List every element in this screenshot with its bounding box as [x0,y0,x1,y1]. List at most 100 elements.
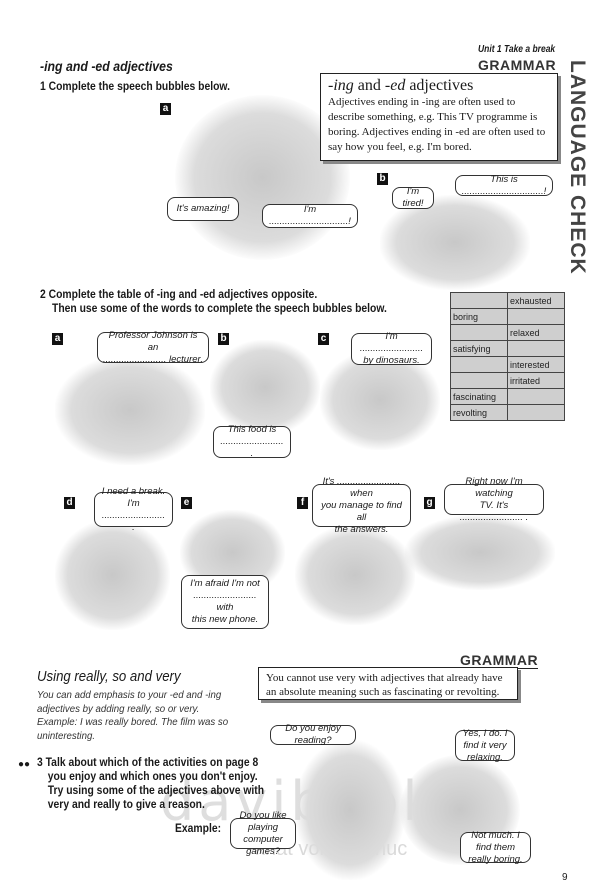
picture-label-b: b [218,333,229,345]
table-row: interested [450,356,565,373]
bubble-line: the answers. [334,523,389,535]
boy-face-illustration [295,740,405,880]
boy-eating-illustration [210,340,320,435]
text-line: very and really to give a reason. [47,799,205,811]
speech-bubble: Do you enjoy reading? [270,723,356,746]
table-cell: boring [450,308,508,325]
table-cell [450,356,508,373]
speech-bubble: I'm tired! [392,186,434,209]
unit-title: Unit 1 Take a break [478,44,556,55]
grammar-box-title: -ed [384,77,406,94]
table-cell [450,324,508,341]
text-line: Example: I was really bored. The film wa… [37,716,229,728]
table-row: satisfying [450,340,565,357]
text-line: Try using some of the adjectives above w… [47,785,265,797]
exercise-1-instruction: 1 Complete the speech bubbles below. [40,81,230,93]
grammar-box-title: -ing [328,77,354,94]
table-cell: irritated [507,372,565,389]
speech-bubble: Yes, I do. I find it very relaxing. [455,728,515,763]
emphasis-explanation: You can add emphasis to your -ed and -in… [37,689,228,743]
text-line: you enjoy and which ones you don't enjoy… [47,771,258,783]
bubble-line: I'm afraid I'm not [190,578,260,589]
bubble-line: TV. It's ........................ . [459,499,529,523]
text-line: You can add emphasis to your -ed and -in… [37,689,222,701]
table-cell: fascinating [450,388,508,405]
table-cell: revolting [450,404,508,421]
table-row: exhausted [450,292,565,309]
table-row: irritated [450,372,565,389]
bubble-line: This food is [227,424,277,435]
table-cell [507,340,565,357]
speech-bubble: I'm ........................by dinosaurs… [351,331,432,366]
table-cell [450,292,508,309]
speech-bubble: Do you like playing computer games? [230,810,296,857]
page-number: 9 [562,872,568,883]
table-row: relaxed [450,324,565,341]
picture-label-a: a [160,103,171,115]
table-cell: interested [507,356,565,373]
picture-label-e: e [181,497,192,509]
bubble-line: ........................ with [193,590,257,613]
table-cell [507,388,565,405]
exercise-2-instruction: 2 Complete the table of -ing and -ed adj… [40,289,318,301]
side-tab-language-check: LANGUAGE CHECK [566,60,589,275]
grammar-note: You cannot use very with adjectives that… [258,667,518,700]
grammar-box-title: and [353,77,385,94]
picture-label-f: f [297,497,308,509]
grammar-heading: GRAMMAR [478,57,557,74]
example-label: Example: [175,823,222,835]
speech-bubble: This is ...............................! [455,174,553,197]
speech-bubble: I'm afraid I'm not......................… [181,575,269,629]
bubble-line: I'm ........................ . [101,497,166,533]
bubble-line: I'm ........................ [359,331,424,354]
picture-label-c: c [318,333,329,345]
bubble-line: this new phone. [191,614,259,625]
picture-label-d: d [64,497,75,509]
section-title: -ing and -ed adjectives [40,58,173,74]
table-row: revolting [450,404,565,421]
speech-bubble: I'm ..............................! [262,204,358,228]
table-row: boring [450,308,565,325]
bubble-line: I need a break. [101,485,166,497]
text-line: adjectives by adding really, so or very. [37,702,200,715]
text-line: uninteresting. [37,729,96,742]
exercise-2-instruction: Then use some of the words to complete t… [52,303,387,315]
table-cell: exhausted [507,292,565,309]
picture-label-b: b [377,173,388,185]
section-title-2: Using really, so and very [37,668,181,685]
dinosaur-book-illustration [320,350,440,450]
grammar-box-body: Adjectives ending in -ing are often used… [328,96,546,153]
grammar-box: -ing and -ed adjectives Adjectives endin… [320,73,558,161]
watching-tv-illustration [405,515,555,590]
speech-bubble: This food is........................ . [213,424,291,459]
tired-mother-illustration [55,520,170,630]
bubble-line: ........................ . [220,436,284,459]
bubble-line: ........................ lecturer. [103,353,203,365]
crossword-illustration [295,525,415,625]
table-row: fascinating [450,388,565,405]
table-cell [450,372,508,389]
table-cell [507,308,565,325]
bubble-line: It's ........................ when [322,475,401,499]
speech-bubble: Professor Johnson is an.................… [97,329,209,365]
lecture-illustration [55,355,205,465]
bubble-line: Professor Johnson is an [108,329,198,353]
picture-label-g: g [424,497,435,509]
grammar-box-title: adjectives [405,77,474,94]
picture-label-a: a [52,333,63,345]
table-cell: satisfying [450,340,508,357]
bubble-line: you manage to find all [321,499,402,523]
table-cell [507,404,565,421]
pair-work-icon: ●● [18,759,31,770]
hikers-illustration [380,195,530,290]
exercise-3-instruction: 3 Talk about which of the activities on … [37,756,264,812]
speech-bubble: Not much. I find them really boring. [460,830,531,865]
bubble-line: Right now I'm watching [465,475,523,499]
table-cell: relaxed [507,324,565,341]
bubble-line: by dinosaurs. [363,355,420,366]
speech-bubble: It's amazing! [167,197,239,221]
speech-bubble: I need a break.I'm .....................… [94,486,173,533]
